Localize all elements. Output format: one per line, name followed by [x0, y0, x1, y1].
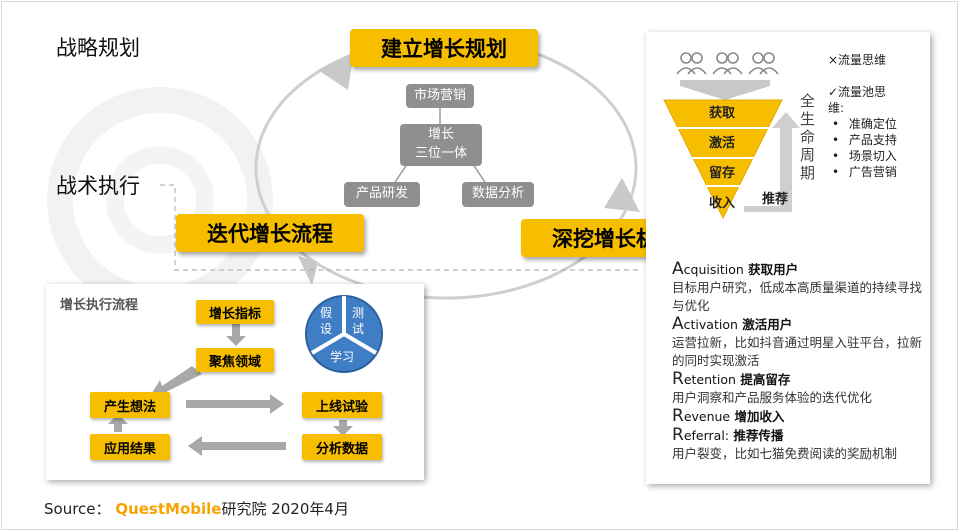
process-analyze: 分析数据: [302, 434, 382, 460]
funnel-acquire: 获取: [709, 106, 736, 121]
aarrr-descriptions: Acquisition 获取用户 目标用户研究，低成本高质量渠道的持续寻找与优化…: [672, 260, 922, 463]
bullet-item: • 产品支持: [832, 133, 897, 147]
bullet-item: • 场景切入: [832, 149, 897, 163]
cycle-learn: 学习: [330, 350, 355, 364]
thinking-notes: ×流量思维 ✓流量池思 维: • 准确定位 • 产品支持 • 场景切入 • 广告…: [828, 52, 897, 180]
cycle-arrow-right: [604, 178, 640, 212]
aarrr-rest: eferral:: [683, 428, 729, 443]
hub-data: 数据分析: [462, 182, 534, 207]
aarrr-item: Referral: 推荐传播 用户裂变，比如七猫免费阅读的奖励机制: [672, 426, 922, 463]
aarrr-rest: etention: [683, 372, 736, 387]
process-metric: 增长指标: [196, 300, 274, 324]
funnel-activate: 激活: [709, 136, 736, 151]
aarrr-cn: 激活用户: [742, 317, 793, 332]
process-idea: 产生想法: [90, 392, 170, 418]
cycle-hypothesis-1: 假: [320, 306, 333, 320]
process-focus: 聚焦领域: [196, 348, 274, 372]
source-label: Source：: [44, 500, 111, 518]
lifecycle-label: 全 生 命 周 期: [800, 92, 816, 182]
strategy-label: 战略规划: [56, 36, 140, 60]
bullet-text: 产品支持: [848, 133, 897, 147]
funnel-entry-arrow: [680, 80, 770, 100]
process-apply: 应用结果: [90, 434, 170, 460]
bullet-item: • 准确定位: [832, 117, 897, 131]
aarrr-item: Retention 提高留存 用户洞察和产品服务体验的迭代优化: [672, 370, 922, 407]
cycle-arrow-bottom-left: [298, 256, 318, 286]
bullet-text: 准确定位: [848, 117, 897, 131]
aarrr-item: Activation 激活用户 运营拉新，比如抖音通过明星入驻平台，拉新的同时实…: [672, 315, 922, 370]
hub-center-line1: 增长: [427, 127, 454, 143]
lifecycle-char-3: 命: [800, 128, 816, 146]
aarrr-head: Referral: 推荐传播: [672, 426, 922, 445]
source-brand: QuestMobile: [115, 500, 222, 518]
pool-thinking-line2: 维:: [828, 101, 845, 115]
cycle-hypothesis-2: 设: [320, 322, 333, 336]
funnel-revenue: 收入: [709, 196, 736, 211]
lifecycle-char-2: 生: [800, 110, 816, 128]
hub-center-line2: 三位一体: [414, 146, 467, 161]
aarrr-item: Acquisition 获取用户 目标用户研究，低成本高质量渠道的持续寻找与优化: [672, 260, 922, 315]
hypothesis-test-learn-cycle: [305, 295, 383, 373]
aarrr-body: 用户洞察和产品服务体验的迭代优化: [672, 390, 873, 405]
funnel-retain: 留存: [709, 166, 736, 181]
lifecycle-char-4: 周: [800, 146, 816, 164]
aarrr-body: 目标用户研究，低成本高质量渠道的持续寻找与优化: [672, 280, 923, 313]
aarrr-head: Retention 提高留存: [672, 370, 922, 389]
cycle-arrow-top-left: [318, 52, 354, 90]
aarrr-cn: 增加收入: [734, 409, 785, 424]
hub-product: 产品研发: [344, 182, 420, 207]
funnel-refer: 推荐: [762, 192, 789, 207]
bullet-item: • 广告营销: [832, 165, 897, 179]
aarrr-body: 用户裂变，比如七猫免费阅读的奖励机制: [672, 446, 898, 461]
aarrr-rest: evenue: [683, 409, 731, 424]
aarrr-cn: 获取用户: [748, 262, 799, 277]
aarrr-cap: A: [672, 314, 684, 334]
aarrr-cap: R: [672, 406, 684, 426]
cycle-test-2: 试: [352, 322, 365, 336]
users-icon: [676, 52, 779, 75]
aarrr-cn: 推荐传播: [733, 428, 784, 443]
iterate-growth-process-box: 迭代增长流程: [176, 214, 364, 252]
aarrr-cn: 提高留存: [740, 372, 791, 387]
aarrr-head: Revenue 增加收入: [672, 407, 922, 426]
process-launch: 上线试验: [302, 392, 382, 418]
cycle-test-1: 测: [352, 306, 365, 320]
hub-center: 增长 三位一体: [400, 124, 482, 166]
build-growth-plan-box: 建立增长规划: [350, 29, 538, 67]
bullet-text: 场景切入: [848, 149, 897, 163]
bullet-text: 广告营销: [848, 165, 897, 179]
lifecycle-char-5: 期: [800, 164, 816, 182]
aarrr-cap: R: [672, 369, 684, 389]
source-rest: 研究院 2020年4月: [221, 500, 349, 518]
source-line: Source： QuestMobile研究院 2020年4月: [44, 498, 349, 519]
aarrr-cap: R: [672, 425, 684, 445]
aarrr-rest: cquisition: [683, 262, 744, 277]
aarrr-head: Activation 激活用户: [672, 315, 922, 334]
lifecycle-char-1: 全: [800, 92, 816, 110]
lifecycle-arrow: [744, 112, 800, 212]
aarrr-head: Acquisition 获取用户: [672, 260, 922, 279]
hub-marketing: 市场营销: [406, 84, 474, 108]
aarrr-item: Revenue 增加收入: [672, 407, 922, 426]
aarrr-body: 运营拉新，比如抖音通过明星入驻平台，拉新的同时实现激活: [672, 335, 923, 368]
aarrr-cap: A: [672, 259, 684, 279]
aarrr-rest: ctivation: [683, 317, 738, 332]
pool-thinking-line1: ✓流量池思: [828, 85, 887, 99]
dashed-connector: [160, 184, 640, 271]
tactics-label: 战术执行: [56, 174, 140, 198]
flow-thinking: ×流量思维: [828, 53, 887, 67]
process-title: 增长执行流程: [60, 298, 139, 313]
